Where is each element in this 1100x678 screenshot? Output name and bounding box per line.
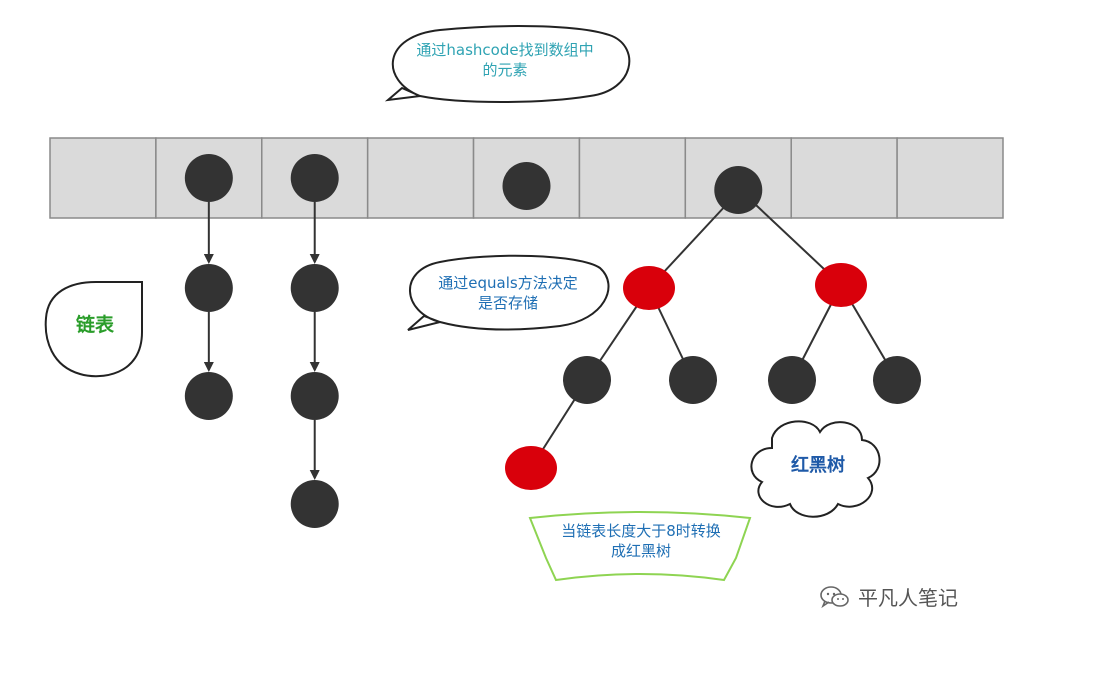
list-node-slot2-3 <box>290 480 339 528</box>
tree-node-right <box>815 263 867 307</box>
tree-node-left <box>623 266 675 310</box>
tree-node-right-left <box>768 356 816 404</box>
nodes <box>184 154 921 528</box>
tree-node-left-left <box>563 356 611 404</box>
array-entry-node-6 <box>714 166 763 214</box>
array-slot-3 <box>366 137 475 219</box>
wechat-icon <box>820 585 849 608</box>
hashcode-callout-text: 通过hashcode找到数组中 的元素 <box>392 40 618 80</box>
equals-callout-text: 通过equals方法决定 是否存储 <box>412 273 604 313</box>
red-black-tree-label: 红黑树 <box>791 455 845 476</box>
array-slot-7 <box>790 137 898 219</box>
watermark-text: 平凡人笔记 <box>858 586 958 610</box>
hashcode-callout-line2: 的元素 <box>482 61 528 79</box>
hashcode-callout-bubble <box>384 25 631 103</box>
hashcode-callout-line1: 通过hashcode找到数组中 <box>416 41 594 59</box>
array-entry-node-1 <box>184 154 233 202</box>
list-node-slot1-1 <box>184 264 233 312</box>
convert-callout-banner <box>528 511 752 582</box>
convert-callout-line1: 当链表长度大于8时转换 <box>561 522 721 540</box>
array-slot-0 <box>49 137 157 219</box>
convert-callout-line2: 成红黑树 <box>610 542 671 560</box>
equals-callout-line2: 是否存储 <box>477 294 538 312</box>
tree-node-left-right <box>669 356 717 404</box>
convert-callout-text: 当链表长度大于8时转换 成红黑树 <box>535 521 747 561</box>
tree-node-left-left-left <box>505 446 557 490</box>
list-node-slot2-2 <box>290 372 339 420</box>
array-slot-8 <box>896 137 1004 219</box>
equals-callout-line1: 通过equals方法决定 <box>438 274 578 292</box>
equals-callout-bubble <box>407 254 610 331</box>
array-entry-node-2 <box>290 154 339 202</box>
tree-node-right-right <box>873 356 921 404</box>
list-node-slot2-1 <box>290 264 339 312</box>
list-node-slot1-2 <box>184 372 233 420</box>
linked-list-label: 链表 <box>75 314 114 336</box>
red-black-tree-cloud <box>750 420 881 518</box>
linked-list-callout-bubble <box>44 281 143 378</box>
array-entry-node-4 <box>502 162 551 210</box>
array-slot-5 <box>578 137 687 219</box>
watermark: 平凡人笔记 <box>820 582 958 611</box>
